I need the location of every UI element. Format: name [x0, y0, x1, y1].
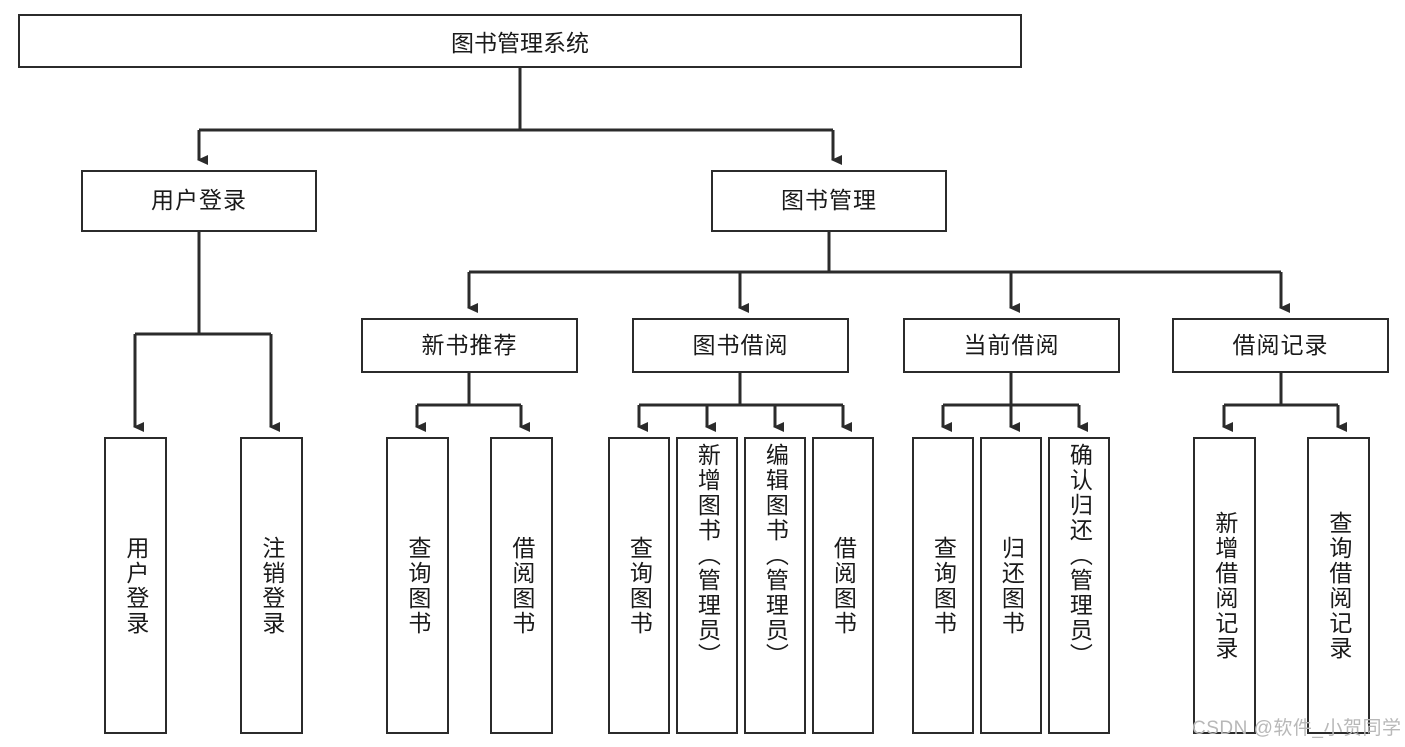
- leaf-record-query-record[interactable]: 查询借阅记录: [1307, 437, 1370, 734]
- watermark: CSDN @软件_小贺同学: [1192, 718, 1402, 739]
- node-label: 编辑图书（管理员）: [762, 443, 789, 668]
- node-label: 借阅记录: [1232, 331, 1329, 358]
- leaf-current-confirm-return-admin[interactable]: 确认归还（管理员）: [1048, 437, 1110, 734]
- node-label: 借阅图书: [508, 535, 535, 636]
- node-current-borrow[interactable]: 当前借阅: [903, 318, 1120, 373]
- node-label: 查询图书: [626, 535, 653, 636]
- node-label: 新增图书（管理员）: [694, 443, 721, 668]
- node-root-system[interactable]: 图书管理系统: [18, 14, 1022, 68]
- node-label: 注销登录: [258, 535, 285, 636]
- leaf-borrow-edit-book-admin[interactable]: 编辑图书（管理员）: [744, 437, 806, 734]
- node-label: 用户登录: [151, 187, 247, 214]
- node-user-login[interactable]: 用户登录: [81, 170, 317, 232]
- leaf-borrow-query-book[interactable]: 查询图书: [608, 437, 670, 734]
- leaf-record-add-record[interactable]: 新增借阅记录: [1193, 437, 1256, 734]
- node-new-book-recommend[interactable]: 新书推荐: [361, 318, 578, 373]
- leaf-user-login-logout[interactable]: 注销登录: [240, 437, 303, 734]
- leaf-current-return-book[interactable]: 归还图书: [980, 437, 1042, 734]
- node-label: 当前借阅: [963, 331, 1060, 358]
- node-label: 借阅图书: [830, 535, 857, 636]
- leaf-current-query-book[interactable]: 查询图书: [912, 437, 974, 734]
- node-book-manage[interactable]: 图书管理: [711, 170, 947, 232]
- node-label: 查询借阅记录: [1325, 510, 1352, 661]
- node-book-borrow[interactable]: 图书借阅: [632, 318, 849, 373]
- node-borrow-record[interactable]: 借阅记录: [1172, 318, 1389, 373]
- leaf-borrow-add-book-admin[interactable]: 新增图书（管理员）: [676, 437, 738, 734]
- node-label: 归还图书: [998, 535, 1025, 636]
- node-label: 新增借阅记录: [1211, 510, 1238, 661]
- node-label: 新书推荐: [421, 331, 518, 358]
- leaf-new-borrow-book[interactable]: 借阅图书: [490, 437, 553, 734]
- node-label: 查询图书: [404, 535, 431, 636]
- node-label: 用户登录: [122, 535, 149, 636]
- node-label: 图书管理系统: [451, 30, 589, 56]
- node-label: 查询图书: [930, 535, 957, 636]
- node-label: 确认归还（管理员）: [1066, 443, 1093, 668]
- leaf-borrow-borrow-book[interactable]: 借阅图书: [812, 437, 874, 734]
- node-label: 图书借阅: [692, 331, 789, 358]
- leaf-user-login-login[interactable]: 用户登录: [104, 437, 167, 734]
- node-label: 图书管理: [781, 187, 877, 214]
- leaf-new-query-book[interactable]: 查询图书: [386, 437, 449, 734]
